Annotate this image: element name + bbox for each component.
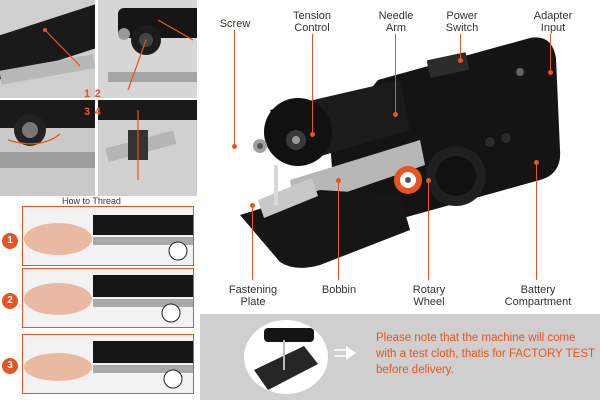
thread-steps-panel: How to Thread 1 2 3 (0, 196, 197, 400)
closeup-divider-horizontal (0, 98, 197, 100)
leader-bobbin (338, 180, 339, 280)
label-battery-compartment: Battery Compartment (504, 284, 572, 308)
label-bobbin: Bobbin (321, 284, 357, 296)
leader-fastening-plate (252, 205, 253, 280)
thread-step-badge-3: 3 (2, 358, 18, 374)
closeup-photo-panel: 1 2 3 4 (0, 0, 197, 196)
dot-fastening-plate (250, 203, 255, 208)
leader-adapter (550, 34, 551, 72)
closeup-image-tension (98, 0, 197, 98)
test-cloth-note: Please note that the machine will come w… (376, 332, 595, 376)
label-fastening-plate: Fastening Plate (228, 284, 278, 308)
dot-screw (232, 144, 237, 149)
leader-screw (234, 30, 235, 146)
label-needle-arm: Needle Arm (378, 10, 414, 34)
leader-needle-arm (395, 34, 396, 114)
thread-panel-title: How to Thread (62, 196, 121, 206)
dot-battery (534, 160, 539, 165)
dot-adapter (548, 70, 553, 75)
closeup-step-numbers: 1 2 3 4 (84, 84, 112, 120)
thread-step-image-2 (22, 268, 194, 328)
arrow-right-icon (334, 346, 358, 360)
thread-step-badge-2: 2 (2, 293, 18, 309)
label-screw: Screw (219, 18, 251, 30)
thread-step-image-1 (22, 206, 194, 266)
sewing-machine-illustration (240, 37, 561, 268)
closeup-step-3: 3 (84, 106, 91, 118)
closeup-step-4: 4 (94, 106, 101, 118)
label-power-switch: Power Switch (445, 10, 479, 34)
label-tension-control: Tension Control (293, 10, 331, 34)
dot-power-switch (458, 58, 463, 63)
label-adapter-input: Adapter Input (533, 10, 573, 34)
leader-battery (536, 162, 537, 280)
test-cloth-photo (244, 320, 328, 394)
dot-rotary-wheel (426, 178, 431, 183)
dot-needle-arm (393, 112, 398, 117)
closeup-image-needle (0, 0, 95, 98)
closeup-image-foot (98, 100, 197, 196)
closeup-image-bobbin (0, 100, 95, 196)
leader-tension (312, 34, 313, 134)
label-rotary-wheel: Rotary Wheel (412, 284, 446, 308)
dot-bobbin (336, 178, 341, 183)
closeup-step-2: 2 (94, 88, 101, 100)
closeup-step-1: 1 (84, 88, 91, 100)
dot-tension (310, 132, 315, 137)
thread-step-image-3 (22, 334, 194, 394)
thread-step-badge-1: 1 (2, 233, 18, 249)
leader-power-switch (460, 34, 461, 60)
leader-rotary-wheel (428, 180, 429, 280)
